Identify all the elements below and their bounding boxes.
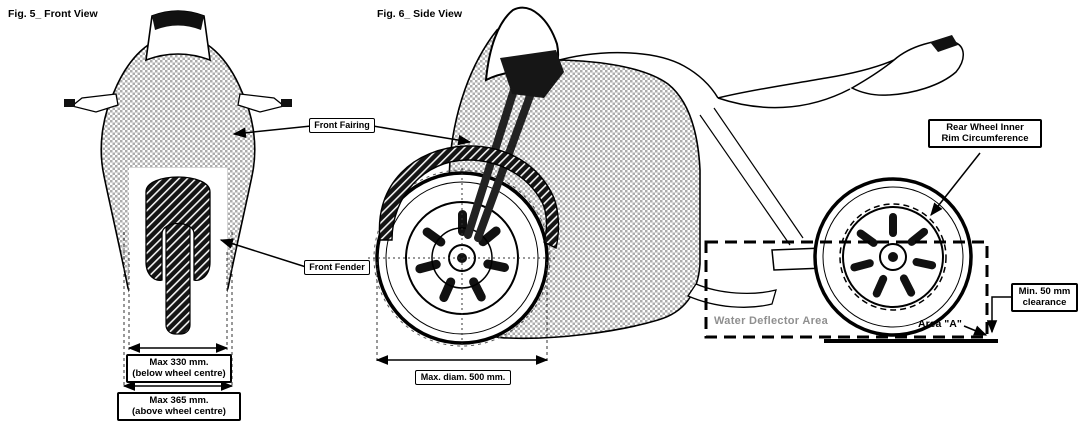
max-330-label: Max 330 mm. (below wheel centre) [126,354,232,383]
max-365-line2: (above wheel centre) [132,406,226,418]
clearance-leader [986,296,1012,334]
upper-bodywork-lines [551,51,895,246]
front-wheel-side-view [368,168,556,352]
side-view-drawing [368,6,1012,365]
water-deflector-area-label: Water Deflector Area [714,315,828,327]
max-365-line1: Max 365 mm. [149,395,209,406]
rear-wheel [813,177,973,337]
area-a-leader [963,325,988,336]
front-tire-front-view [165,207,191,335]
max-diam-label: Max. diam. 500 mm. [415,370,511,385]
front-windscreen-top-band [152,11,204,30]
front-fender-front-view [145,176,211,282]
mirror-left [64,93,119,113]
rear-rim-label-line2: Rim Circumference [941,133,1029,145]
min-clearance-label: Min. 50 mm clearance [1011,283,1078,312]
rear-rim-label-line1: Rear Wheel Inner [946,122,1024,133]
front-fender-label: Front Fender [304,260,370,275]
rear-rim-reference-dashed [839,203,947,311]
shared-label-leaders [219,125,472,268]
water-deflector-area-outline [704,240,989,339]
front-fender-side-view [378,145,560,250]
max-330-line1: Max 330 mm. [149,357,209,368]
tail-tip-dark [930,35,958,52]
rear-rim-leader [930,152,981,217]
front-view-dimensions [122,232,234,391]
mirror-right [237,93,292,113]
exhaust [687,283,777,308]
max-diam-dimension [375,262,549,365]
front-fairing-label: Front Fairing [309,118,375,133]
min-clearance-line1: Min. 50 mm [1018,286,1071,297]
rear-rim-label: Rear Wheel Inner Rim Circumference [928,119,1042,148]
min-clearance-line2: clearance [1022,297,1067,309]
area-a-label: Area "A" [918,318,962,330]
max-330-line2: (below wheel centre) [132,368,226,380]
cockpit-cluster-dark [500,50,564,98]
front-view-drawing [64,10,292,391]
fig5-caption: Fig. 5_ Front View [8,8,98,20]
fig6-caption: Fig. 6_ Side View [377,8,463,20]
max-365-label: Max 365 mm. (above wheel centre) [117,392,241,421]
